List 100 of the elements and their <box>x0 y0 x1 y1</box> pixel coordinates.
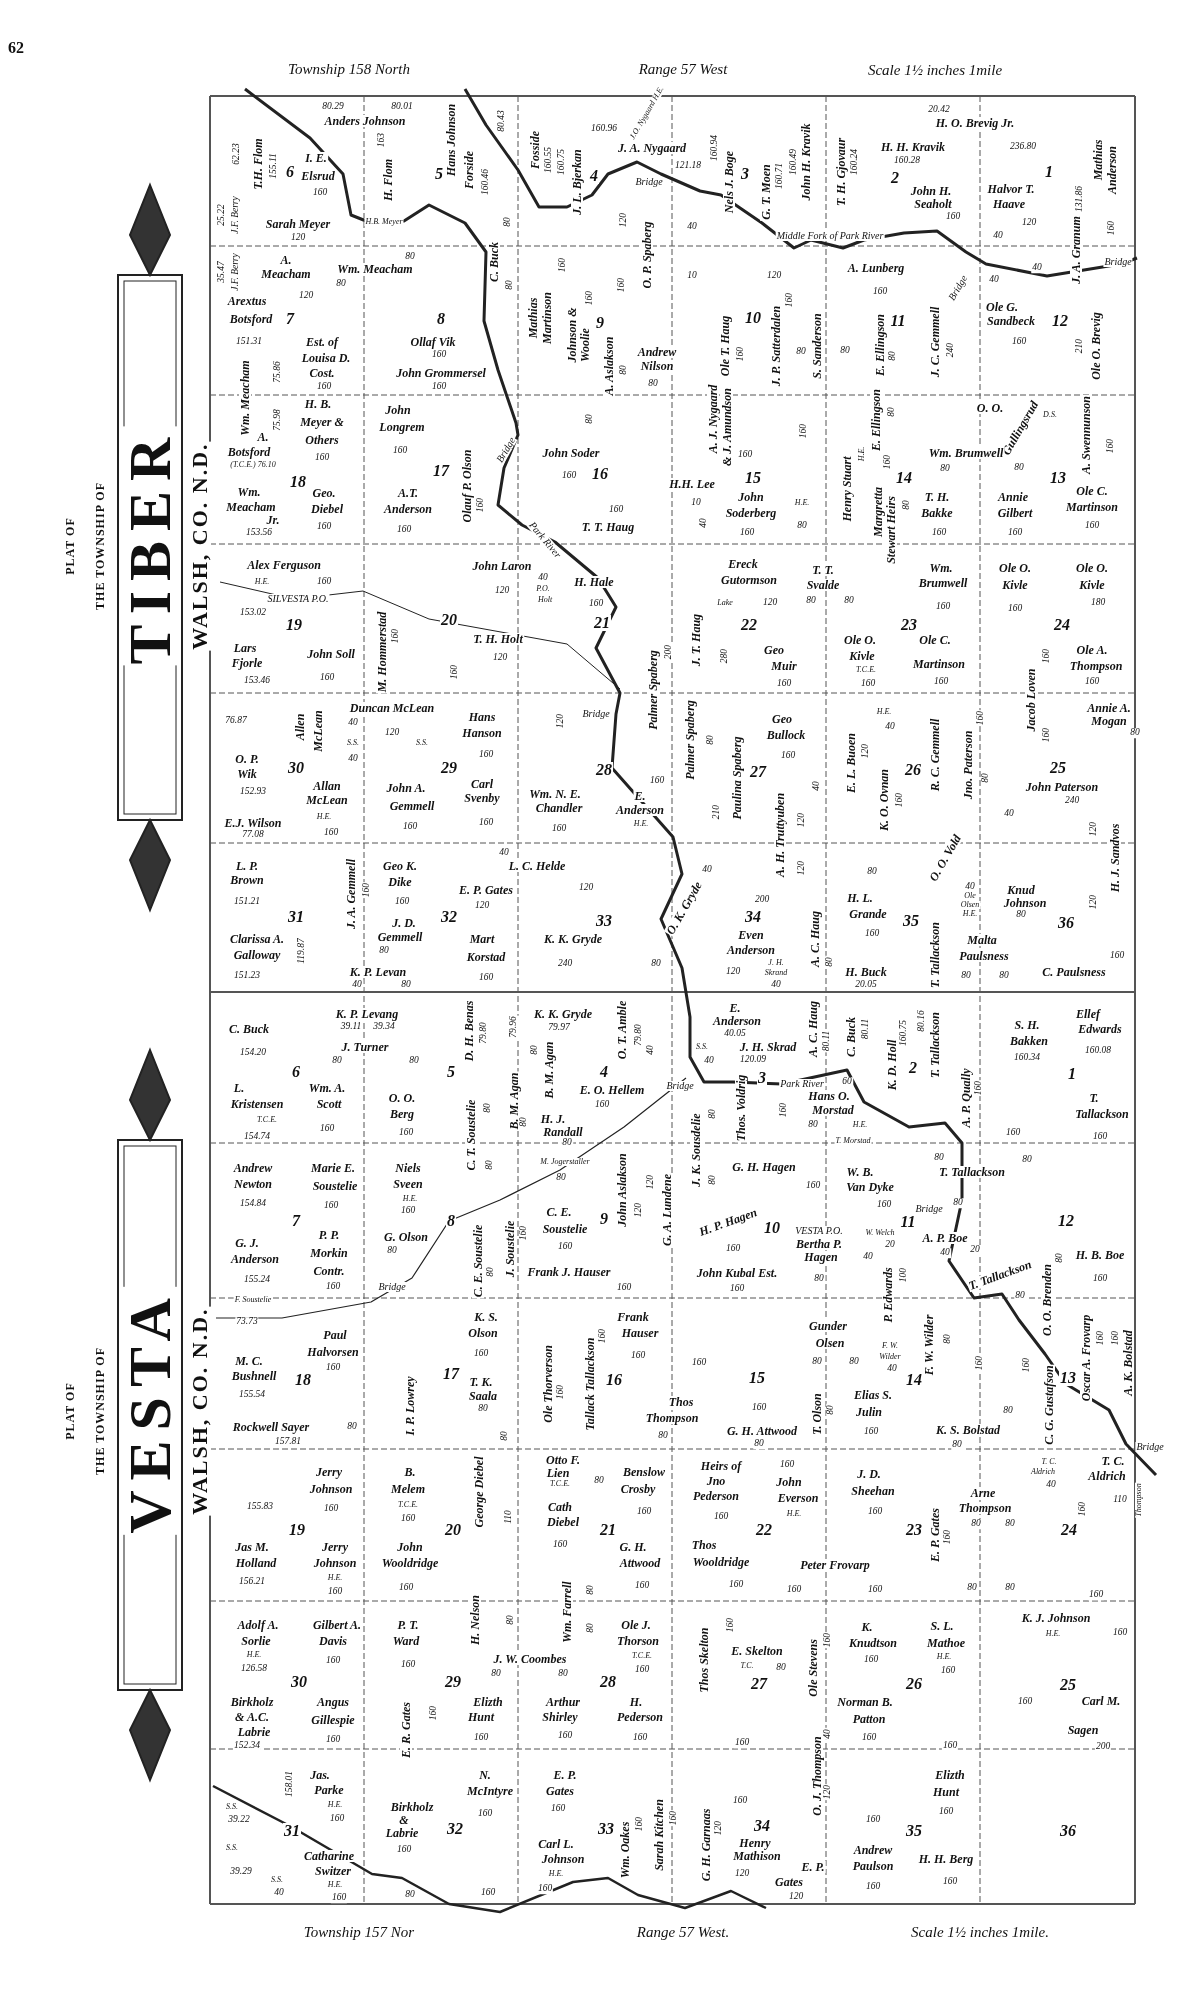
acreage-number: 40.05 <box>723 1029 747 1039</box>
owner-name: L. C. Helde <box>507 860 567 872</box>
owner-name: Svalde <box>805 579 841 591</box>
owner-name: Kivle <box>848 650 876 662</box>
map-note: H.E. <box>632 820 650 828</box>
acreage-number: 160 <box>633 1665 651 1675</box>
acreage-number: 160 <box>397 1128 415 1138</box>
owner-name: H. B. <box>303 398 333 410</box>
acreage-number: 160 <box>1108 951 1126 961</box>
map-note: H.E. <box>326 1801 344 1809</box>
owner-name: B. M. Agan <box>508 1071 520 1131</box>
owner-name: Hunt <box>467 1711 495 1723</box>
owner-name: Sagen <box>1066 1724 1100 1736</box>
acreage-number: 160.71 <box>775 161 785 191</box>
owner-name: Botsford <box>226 446 272 458</box>
acreage-number: 80 <box>933 1153 945 1163</box>
owner-name: Bullock <box>765 729 807 741</box>
owner-name: Hans <box>467 711 497 723</box>
section-number: 3 <box>757 1070 767 1086</box>
owner-name: Hanson <box>461 727 503 739</box>
acreage-number: 40 <box>1031 263 1043 273</box>
owner-name: Mathias <box>527 296 539 340</box>
acreage-number: 160 <box>1006 528 1024 538</box>
owner-name: Mathoe <box>926 1637 966 1649</box>
acreage-number: 40 <box>1045 1480 1057 1490</box>
acreage-number: 160.96 <box>589 124 619 134</box>
acreage-number: 80 <box>843 596 855 606</box>
acreage-number: 160 <box>976 709 986 727</box>
owner-name: M. Hommerstad <box>376 610 388 694</box>
acreage-number: 153.02 <box>238 608 268 618</box>
acreage-number: 80 <box>981 772 991 784</box>
acreage-number: 160 <box>587 599 605 609</box>
acreage-number: 154.84 <box>238 1199 268 1209</box>
acreage-number: 160 <box>476 1809 494 1819</box>
acreage-number: 80 <box>490 1669 502 1679</box>
acreage-number: 160 <box>631 1733 649 1743</box>
owner-name: Geo <box>771 713 793 725</box>
acreage-number: 160 <box>941 1877 959 1887</box>
acreage-number: 160 <box>871 287 889 297</box>
acreage-number: 160 <box>472 1733 490 1743</box>
place-label: Bridge <box>914 1204 944 1214</box>
acreage-number: 180 <box>1089 598 1107 608</box>
place-label: Bridge <box>634 177 664 187</box>
acreage-number: 160 <box>736 450 754 460</box>
acreage-number: 160 <box>712 1512 730 1522</box>
owner-name: J. Turner <box>340 1041 390 1053</box>
owner-name: Edwards <box>1077 1023 1123 1035</box>
owner-name: Mathison <box>732 1850 782 1862</box>
owner-name: Nels J. Boge <box>723 149 735 215</box>
acreage-number: 160.08 <box>1083 1046 1113 1056</box>
owner-name: Gutormson <box>720 574 778 586</box>
owner-name: O. J. Thompson <box>811 1735 823 1817</box>
owner-name: Gillespie <box>310 1714 356 1726</box>
acreage-number: 79.80 <box>634 1023 644 1047</box>
owner-name: Angus <box>316 1696 350 1708</box>
acreage-number: 80 <box>378 946 390 956</box>
owner-name: Thos <box>667 1396 695 1408</box>
acreage-number: 160 <box>785 291 795 309</box>
owner-name: Carl L. <box>537 1838 575 1850</box>
owner-name: Diebel <box>546 1516 580 1528</box>
owner-name: Paulina Spaberg <box>731 735 743 821</box>
map-note: H.E. <box>401 1195 419 1203</box>
owner-name: Allen <box>294 712 306 742</box>
owner-name: Korstad <box>465 951 507 963</box>
acreage-number: 240 <box>556 959 574 969</box>
owner-name: Aldrich <box>1087 1470 1127 1482</box>
owner-name: Ole G. <box>985 301 1019 313</box>
owner-name: Wooldridge <box>691 1556 751 1568</box>
acreage-number: 40 <box>686 222 698 232</box>
map-heading: Township 157 Nor <box>302 1924 416 1940</box>
acreage-number: 80 <box>593 1476 605 1486</box>
acreage-number: 79.80 <box>479 1021 489 1045</box>
owner-name: Wm. <box>928 562 954 574</box>
owner-name: Birkholz <box>389 1801 435 1813</box>
acreage-number: 80 <box>1004 1519 1016 1529</box>
acreage-number: 160 <box>324 1363 342 1373</box>
map-note: H.E. <box>961 910 979 918</box>
acreage-number: 160 <box>401 822 419 832</box>
owner-name: H. O. Brevig Jr. <box>934 117 1016 129</box>
acreage-number: 160 <box>560 471 578 481</box>
owner-name: Botsford <box>228 313 274 325</box>
section-number: 4 <box>599 1064 609 1080</box>
owner-name: E. <box>728 1002 742 1014</box>
acreage-number: 200 <box>664 643 674 661</box>
owner-name: Meacham <box>260 268 312 280</box>
acreage-number: 80 <box>1015 910 1027 920</box>
acreage-number: 160 <box>391 627 401 645</box>
acreage-number: 160 <box>315 577 333 587</box>
owner-name: T. H. <box>923 491 951 503</box>
acreage-number: 40 <box>964 882 976 892</box>
acreage-number: 160 <box>633 1581 651 1591</box>
acreage-number: 157.81 <box>273 1437 303 1447</box>
acreage-number: 151.21 <box>232 897 262 907</box>
acreage-number: 40 <box>939 1248 951 1258</box>
map-note: Thompson <box>1135 1482 1143 1518</box>
place-label: Bridge <box>581 709 611 719</box>
owner-name: Sveen <box>392 1178 424 1190</box>
owner-name: K. P. Levang <box>334 1008 400 1020</box>
owner-name: Johnson <box>1002 897 1048 909</box>
owner-name: E. P. <box>800 1861 826 1873</box>
